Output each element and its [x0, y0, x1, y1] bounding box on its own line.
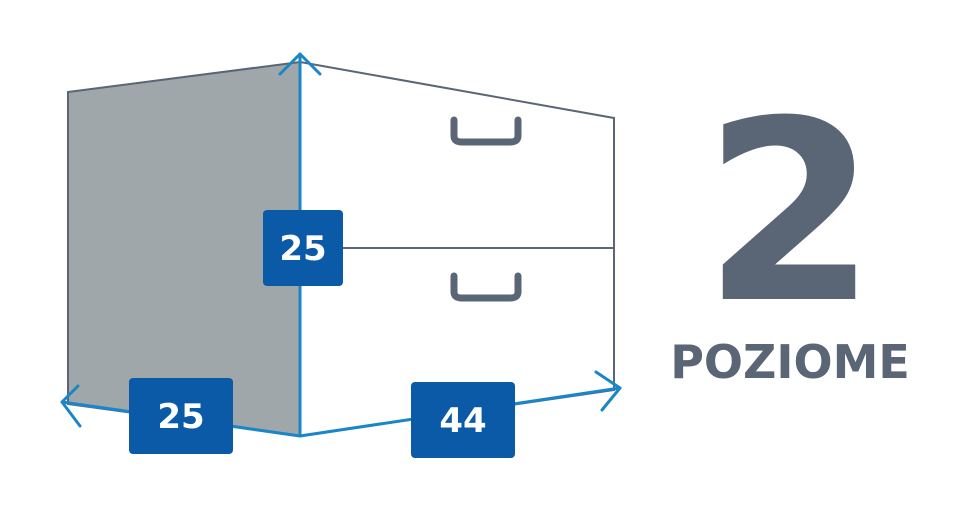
- drawer-handle-icon: [450, 116, 522, 146]
- level-count: 2: [703, 67, 877, 358]
- width-dimension-value: 44: [439, 401, 486, 441]
- drawer-handle-icon: [450, 272, 522, 302]
- depth-dimension-badge: 25: [129, 378, 233, 454]
- level-caption: POZIOME: [670, 335, 910, 389]
- width-dimension-badge: 44: [411, 382, 515, 458]
- height-dimension-badge: 25: [263, 210, 343, 286]
- depth-dimension-value: 25: [157, 397, 204, 437]
- height-dimension-value: 25: [279, 229, 326, 269]
